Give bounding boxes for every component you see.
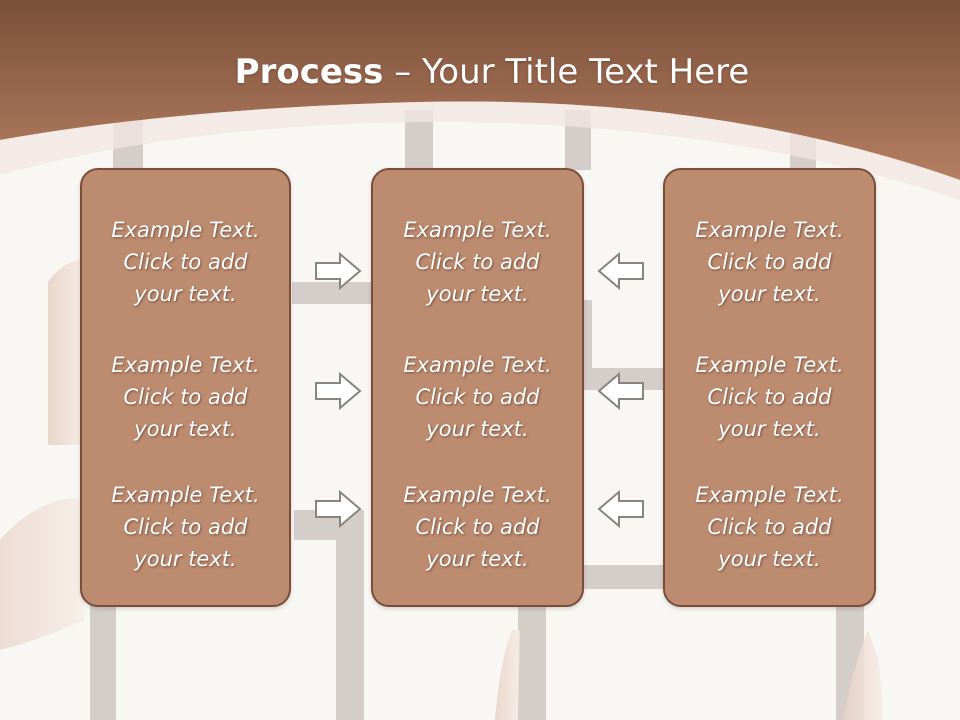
text-line: Click to add bbox=[415, 250, 540, 274]
text-line: Example Text. bbox=[695, 483, 844, 507]
text-line: your text. bbox=[718, 282, 821, 306]
text-line: Example Text. bbox=[403, 483, 552, 507]
text-line: Click to add bbox=[415, 385, 540, 409]
title-rest: Your Title Text Here bbox=[422, 52, 750, 92]
text-line: Click to add bbox=[123, 250, 248, 274]
text-placeholder[interactable]: Example Text. Click to add your text. bbox=[82, 214, 289, 310]
text-line: Click to add bbox=[123, 515, 248, 539]
text-placeholder[interactable]: Example Text. Click to add your text. bbox=[82, 479, 289, 575]
right-arrow-icon bbox=[315, 252, 362, 290]
text-line: your text. bbox=[718, 547, 821, 571]
text-line: Click to add bbox=[707, 250, 832, 274]
text-line: Example Text. bbox=[111, 483, 260, 507]
title-bold: Process bbox=[234, 52, 384, 92]
text-line: Click to add bbox=[415, 515, 540, 539]
text-box-left[interactable]: Example Text. Click to add your text. Ex… bbox=[80, 168, 291, 607]
text-line: your text. bbox=[426, 417, 529, 441]
left-arrow-icon bbox=[597, 490, 644, 528]
text-line: Example Text. bbox=[695, 218, 844, 242]
left-arrow-icon bbox=[597, 372, 644, 410]
text-line: Example Text. bbox=[403, 353, 552, 377]
text-placeholder[interactable]: Example Text. Click to add your text. bbox=[373, 479, 582, 575]
text-placeholder[interactable]: Example Text. Click to add your text. bbox=[665, 349, 874, 445]
right-arrow-icon bbox=[315, 490, 362, 528]
text-box-right[interactable]: Example Text. Click to add your text. Ex… bbox=[663, 168, 876, 607]
text-placeholder[interactable]: Example Text. Click to add your text. bbox=[82, 349, 289, 445]
text-line: your text. bbox=[134, 282, 237, 306]
text-placeholder[interactable]: Example Text. Click to add your text. bbox=[373, 349, 582, 445]
text-line: Click to add bbox=[123, 385, 248, 409]
text-line: Example Text. bbox=[111, 353, 260, 377]
text-line: your text. bbox=[718, 417, 821, 441]
text-line: Click to add bbox=[707, 385, 832, 409]
text-line: Example Text. bbox=[111, 218, 260, 242]
text-line: Example Text. bbox=[403, 218, 552, 242]
title-dash: – bbox=[383, 52, 423, 92]
text-placeholder[interactable]: Example Text. Click to add your text. bbox=[373, 214, 582, 310]
text-line: your text. bbox=[134, 417, 237, 441]
text-placeholder[interactable]: Example Text. Click to add your text. bbox=[665, 214, 874, 310]
text-box-center[interactable]: Example Text. Click to add your text. Ex… bbox=[371, 168, 584, 607]
text-line: your text. bbox=[426, 547, 529, 571]
text-line: your text. bbox=[134, 547, 237, 571]
text-line: Example Text. bbox=[695, 353, 844, 377]
slide-title[interactable]: Process – Your Title Text Here bbox=[0, 52, 960, 92]
right-arrow-icon bbox=[315, 372, 362, 410]
left-arrow-icon bbox=[597, 252, 644, 290]
text-placeholder[interactable]: Example Text. Click to add your text. bbox=[665, 479, 874, 575]
text-line: Click to add bbox=[707, 515, 832, 539]
text-line: your text. bbox=[426, 282, 529, 306]
